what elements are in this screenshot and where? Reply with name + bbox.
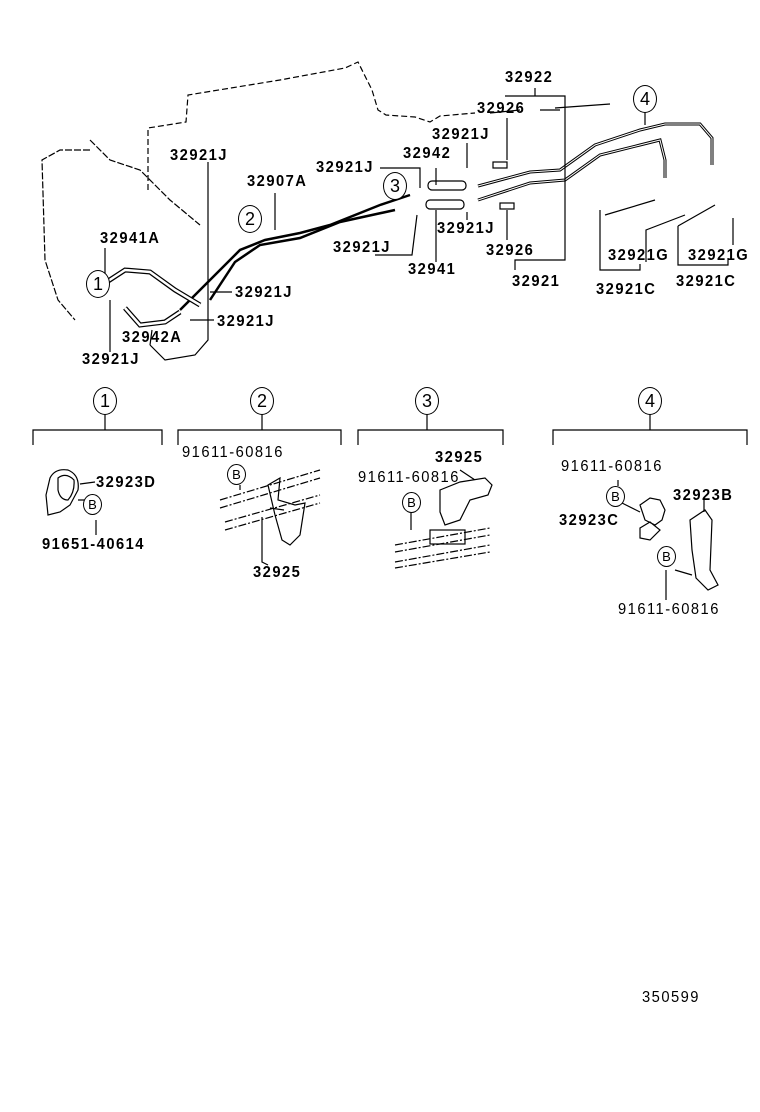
callout-32941a: 32941A <box>100 230 161 247</box>
detail-bracket-3 <box>357 412 504 445</box>
brake-pipe <box>477 139 666 201</box>
callout-32921j: 32921J <box>217 313 275 330</box>
detail-4-marker: 4 <box>638 387 662 415</box>
diagram-code: 350599 <box>642 989 700 1006</box>
clamp-32923c <box>621 497 666 541</box>
bolt-marker-b: B <box>657 546 676 567</box>
detail-bracket-4 <box>552 412 748 445</box>
callout-32921g: 32921G <box>688 247 750 264</box>
callout-32942a: 32942A <box>122 329 183 346</box>
callout-32926: 32926 <box>477 100 526 117</box>
engine-outline <box>41 139 201 321</box>
detail-marker-1: 1 <box>86 270 110 298</box>
detail-marker-4: 4 <box>633 85 657 113</box>
callout-32926: 32926 <box>486 242 535 259</box>
callout-91611-60816: 91611-60816 <box>358 469 460 486</box>
bolt-marker-b: B <box>227 464 246 485</box>
callout-32921j: 32921J <box>82 351 140 368</box>
callout-32942: 32942 <box>403 145 452 162</box>
bracket-32923b <box>674 509 719 591</box>
detail-bracket-1 <box>32 412 163 445</box>
bolt-marker-b: B <box>606 486 625 507</box>
callout-91611-60816: 91611-60816 <box>182 444 284 461</box>
callout-32921c: 32921C <box>596 281 657 298</box>
callout-32921j: 32921J <box>437 220 495 237</box>
flex-hose <box>124 307 181 327</box>
hose-32941 <box>425 199 465 210</box>
callout-32907a: 32907A <box>247 173 308 190</box>
bolt-marker-b: B <box>83 494 102 515</box>
brake-pipe <box>179 193 411 311</box>
body-outline <box>147 61 476 190</box>
detail-3-marker: 3 <box>415 387 439 415</box>
clip <box>429 529 466 545</box>
brake-pipe <box>208 208 396 301</box>
detail-marker-2: 2 <box>238 205 262 233</box>
callout-32921c: 32921C <box>676 273 737 290</box>
brake-pipe <box>477 123 713 187</box>
detail-bracket-2 <box>177 412 342 445</box>
grommet <box>499 202 515 210</box>
detail-marker-3: 3 <box>383 172 407 200</box>
bracket-32925 <box>439 469 493 526</box>
callout-91611-60816: 91611-60816 <box>618 601 720 618</box>
callout-32925: 32925 <box>435 449 484 466</box>
callout-32921j: 32921J <box>170 147 228 164</box>
callout-32921: 32921 <box>512 273 561 290</box>
bolt-marker-b: B <box>402 492 421 513</box>
pipe-pair <box>394 527 491 569</box>
detail-2-marker: 2 <box>250 387 274 415</box>
callout-32921j: 32921J <box>235 284 293 301</box>
callout-32921j: 32921J <box>333 239 391 256</box>
callout-32925: 32925 <box>253 564 302 581</box>
callout-32921j: 32921J <box>316 159 374 176</box>
clamp-32923d <box>45 469 96 516</box>
detail-1-marker: 1 <box>93 387 117 415</box>
bracket-32925 <box>261 476 306 566</box>
callout-32921g: 32921G <box>608 247 670 264</box>
callout-32941: 32941 <box>408 261 457 278</box>
callout-32921j: 32921J <box>432 126 490 143</box>
callout-32923d: 32923D <box>96 474 157 491</box>
callout-32922: 32922 <box>505 69 554 86</box>
hose-32942 <box>427 180 467 191</box>
callout-91651-40614: 91651-40614 <box>42 536 145 553</box>
flex-hose <box>101 268 201 307</box>
callout-32923b: 32923B <box>673 487 734 504</box>
callout-32923c: 32923C <box>559 512 620 529</box>
callout-91611-60816: 91611-60816 <box>561 458 663 475</box>
grommet <box>492 161 508 169</box>
